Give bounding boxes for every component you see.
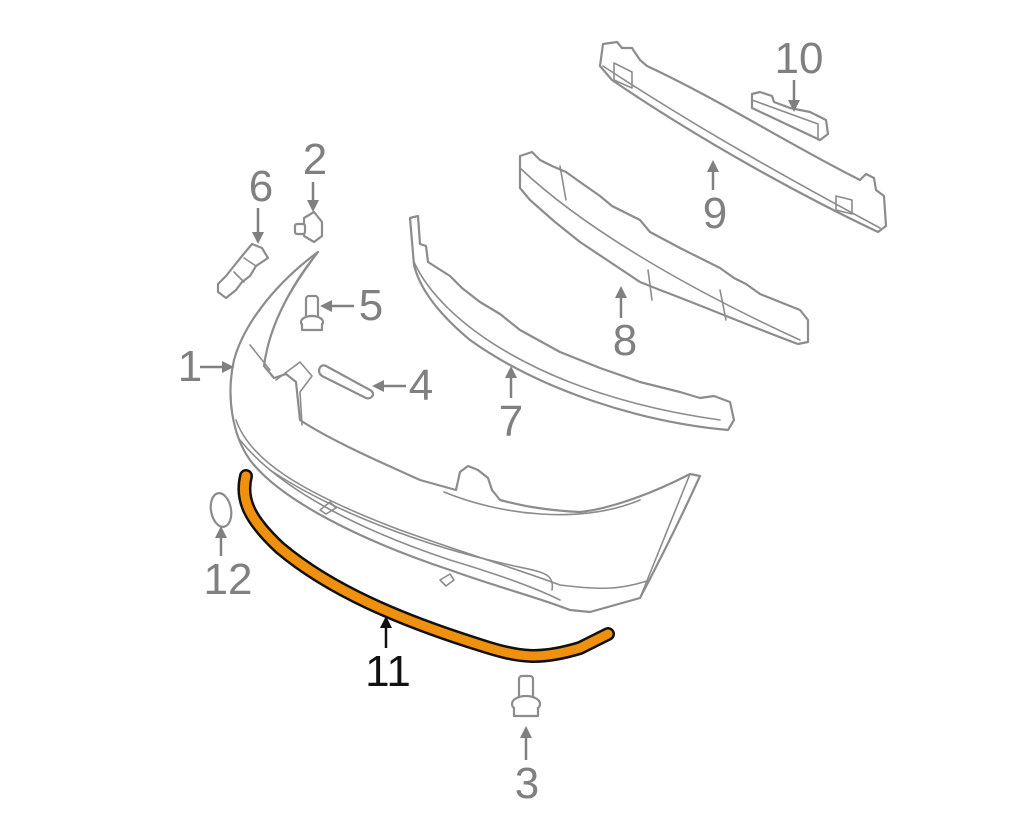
part-8-energy-absorber[interactable]: [518, 150, 810, 346]
callout-9[interactable]: 9: [702, 189, 728, 238]
callout-3[interactable]: 3: [514, 759, 540, 808]
callout-4[interactable]: 4: [408, 361, 434, 410]
callout-11-highlighted[interactable]: 11: [365, 647, 411, 696]
callout-7[interactable]: 7: [498, 397, 524, 446]
callout-10[interactable]: 10: [774, 34, 824, 83]
callout-1[interactable]: 1: [177, 342, 203, 391]
part-7-upper-strip[interactable]: [408, 214, 736, 432]
part-9-impact-bar[interactable]: [598, 40, 888, 234]
part-6-side-bracket[interactable]: [216, 242, 270, 300]
part-4-reflector-insert[interactable]: [317, 364, 375, 400]
callout-5[interactable]: 5: [358, 281, 384, 330]
callout-2[interactable]: 2: [302, 135, 328, 184]
part-12-grommet[interactable]: [208, 492, 234, 529]
part-11-lower-valance-strip[interactable]: [237, 469, 615, 663]
callout-6[interactable]: 6: [248, 162, 274, 211]
part-1-bumper-cover[interactable]: [229, 250, 702, 614]
part-2-retainer-nut[interactable]: [293, 210, 324, 244]
part-3-lower-bolt[interactable]: [510, 674, 542, 718]
part-10-bar-bracket[interactable]: [750, 90, 830, 142]
callout-12[interactable]: 12: [203, 555, 253, 604]
callout-8[interactable]: 8: [612, 316, 638, 365]
leader-arrows: [200, 80, 800, 760]
part-5-upper-bolt[interactable]: [299, 294, 325, 332]
